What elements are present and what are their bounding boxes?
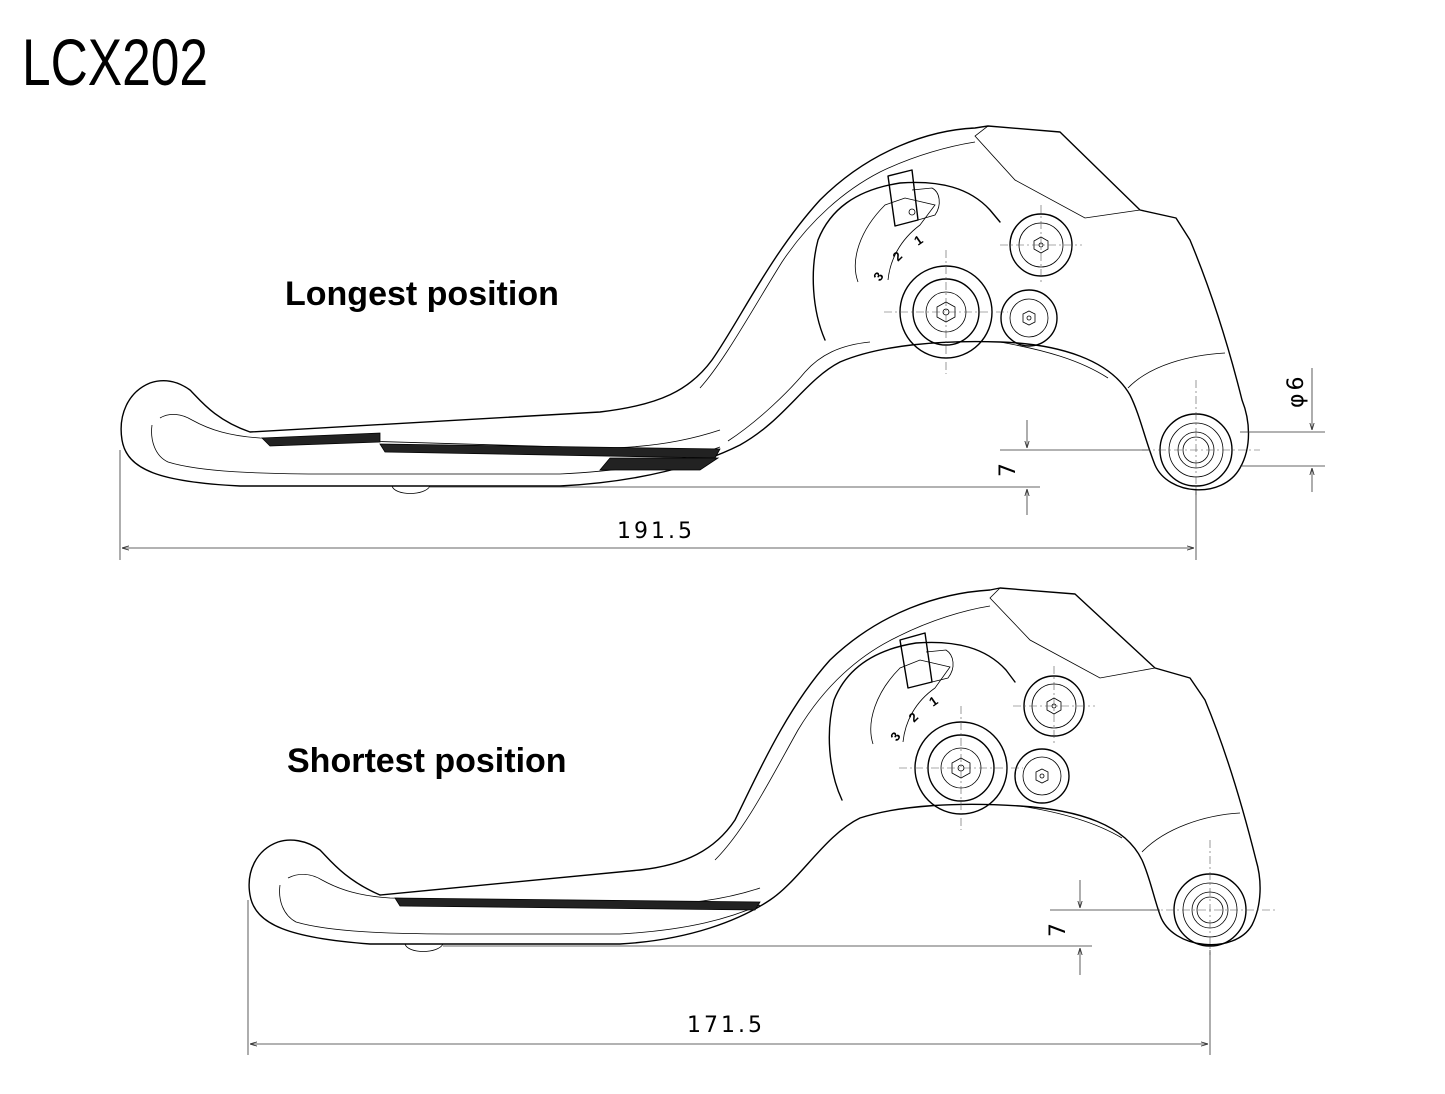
length-dimension-shortest: 171.5 [687,1013,765,1038]
shortest-position-heading: Shortest position [287,742,567,780]
adjuster-mark-1: 1 [926,693,941,709]
lever-body-outline [120,125,1250,491]
longest-position-heading: Longest position [285,275,559,313]
shortest-dimensions [247,880,1211,1055]
adjuster-mark-3: 3 [870,269,886,284]
adjuster-mark-3: 3 [887,729,903,744]
adjuster-mark-2: 2 [906,709,922,725]
adjuster-mark-1: 1 [911,232,926,248]
longest-dimensions [119,368,1325,560]
length-dimension-longest: 191.5 [617,519,695,544]
lever-body-outline [248,587,1261,946]
hole-dimension: φ6 [1284,373,1309,408]
product-title: LCX202 [22,25,209,99]
lever-longest [120,125,1260,495]
lever-shortest [248,587,1275,955]
offset-dimension-longest: 7 [996,460,1021,477]
offset-dimension-shortest: 7 [1046,920,1071,937]
